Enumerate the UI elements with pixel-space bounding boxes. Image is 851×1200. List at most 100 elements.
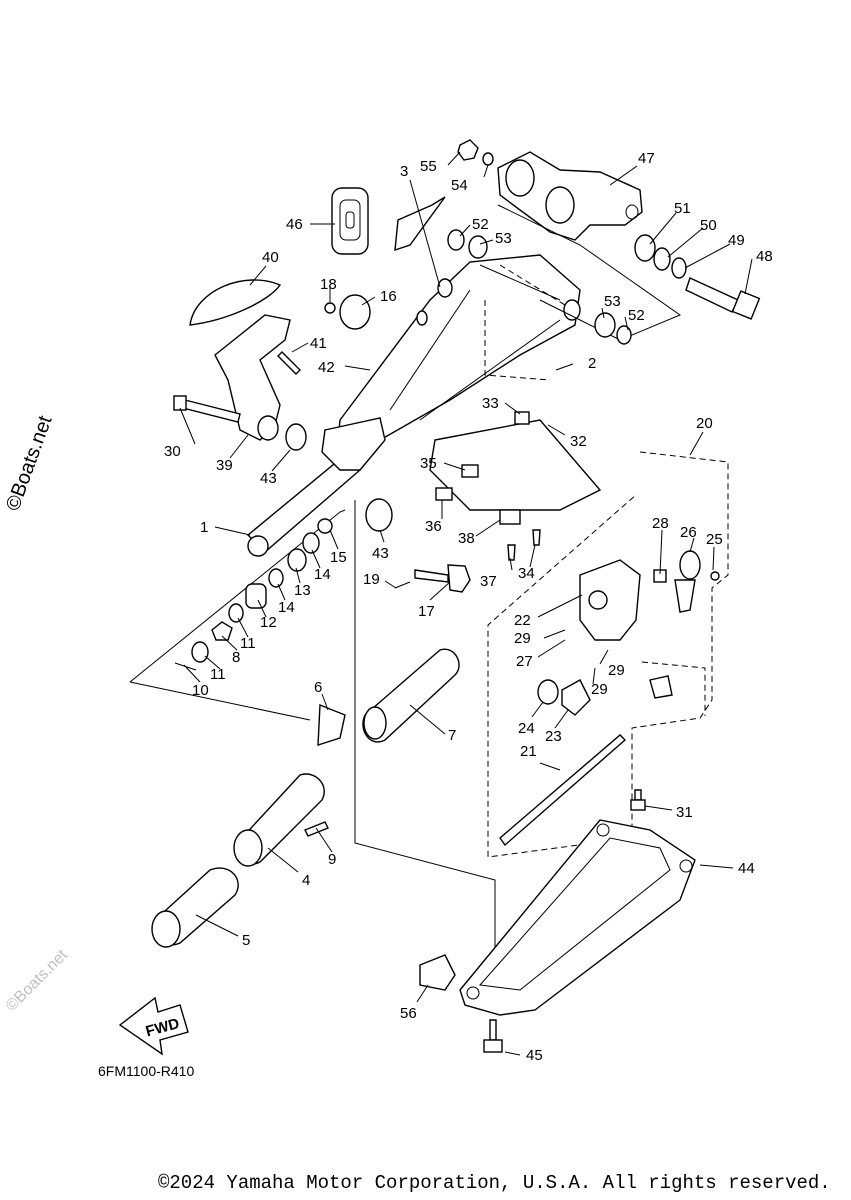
grommet — [331, 187, 369, 255]
callout-33: 33 — [482, 395, 499, 412]
callout-8: 8 — [232, 649, 240, 666]
bushing — [634, 234, 656, 262]
callout-15: 15 — [330, 549, 347, 566]
spring — [287, 548, 307, 572]
callout-29a: 29 — [514, 630, 531, 647]
callout-28: 28 — [652, 515, 669, 532]
callout-52b: 52 — [628, 307, 645, 324]
callout-49: 49 — [728, 232, 745, 249]
callout-2: 2 — [588, 355, 596, 372]
friction-piece — [339, 294, 371, 330]
callout-50: 50 — [700, 217, 717, 234]
callout-22: 22 — [514, 612, 531, 629]
washer — [447, 229, 465, 251]
callout-56: 56 — [400, 1005, 417, 1022]
callout-14b: 14 — [314, 566, 331, 583]
shift-lever — [674, 579, 696, 613]
callout-1: 1 — [200, 519, 208, 536]
washer — [482, 152, 494, 166]
callout-14a: 14 — [278, 599, 295, 616]
callout-24: 24 — [518, 720, 535, 737]
callout-55: 55 — [420, 158, 437, 175]
callout-32: 32 — [570, 433, 587, 450]
callout-36: 36 — [425, 518, 442, 535]
callout-43b: 43 — [372, 545, 389, 562]
shift-bracket — [579, 559, 641, 641]
screw — [489, 1019, 497, 1041]
callout-40: 40 — [262, 249, 279, 266]
bushing — [468, 235, 488, 259]
callout-35: 35 — [420, 455, 437, 472]
callout-51: 51 — [674, 200, 691, 217]
callout-29c: 29 — [591, 681, 608, 698]
callout-11b: 11 — [240, 635, 256, 652]
callout-30: 30 — [164, 443, 181, 460]
callout-5: 5 — [242, 932, 250, 949]
callout-41: 41 — [310, 335, 327, 352]
left-group-outline — [129, 509, 346, 721]
callout-38: 38 — [458, 530, 475, 547]
collar — [245, 583, 267, 609]
seal — [537, 679, 559, 705]
svg-text:©Boats.net: ©Boats.net — [3, 946, 72, 1015]
callout-9: 9 — [328, 851, 336, 868]
callout-21: 21 — [520, 743, 537, 760]
washer — [671, 257, 687, 279]
callout-37: 37 — [480, 573, 497, 590]
shift-cam — [561, 679, 591, 716]
callout-20: 20 — [696, 415, 713, 432]
callout-10: 10 — [192, 682, 209, 699]
grip-decal — [317, 703, 346, 746]
callout-34: 34 — [518, 565, 535, 582]
washer — [616, 325, 632, 345]
callout-19: 19 — [363, 571, 380, 588]
fwd-arrow: FWD — [118, 996, 189, 1056]
callout-53b: 53 — [604, 293, 621, 310]
callout-17: 17 — [418, 603, 435, 620]
callout-3: 3 — [400, 163, 408, 180]
callout-44: 44 — [738, 860, 755, 877]
washer — [268, 568, 284, 588]
bottom-cover — [459, 819, 696, 1016]
bushing — [594, 312, 616, 338]
bushing — [285, 423, 307, 451]
callout-42: 42 — [318, 359, 335, 376]
washer — [191, 641, 209, 663]
callout-27: 27 — [516, 653, 533, 670]
callout-6: 6 — [314, 679, 322, 696]
leader-lines — [179, 151, 753, 1056]
callout-43a: 43 — [260, 470, 277, 487]
callout-7: 7 — [448, 727, 456, 744]
callout-18: 18 — [320, 276, 337, 293]
diagram-code: 6FM1100-R410 — [98, 1063, 194, 1079]
callouts: 1 2 3 4 5 6 7 8 9 10 11 11 12 13 14 14 1… — [164, 150, 773, 1064]
callout-13: 13 — [294, 582, 311, 599]
bolt — [685, 277, 739, 313]
friction-screw — [414, 569, 449, 583]
plate — [429, 419, 602, 511]
tiller-cover — [189, 279, 282, 326]
callout-53a: 53 — [495, 230, 512, 247]
gear — [649, 675, 673, 699]
washer — [653, 247, 671, 271]
callout-39: 39 — [216, 457, 233, 474]
callout-47: 47 — [638, 150, 655, 167]
bushing — [365, 498, 393, 532]
callout-25: 25 — [706, 531, 723, 548]
cam — [211, 621, 233, 641]
callout-11a: 11 — [210, 666, 226, 683]
washer — [228, 603, 244, 623]
callout-46: 46 — [286, 216, 303, 233]
washer — [302, 532, 320, 554]
collar — [317, 518, 333, 534]
throttle-grip — [362, 648, 460, 743]
watermark-bottom-left: ©Boats.net — [3, 946, 72, 1015]
screw — [277, 351, 301, 375]
bolt — [634, 789, 642, 801]
clip — [419, 954, 456, 991]
tiller-handle — [214, 314, 291, 441]
callout-26: 26 — [680, 524, 697, 541]
callout-4: 4 — [302, 872, 310, 889]
svg-text:©Boats.net: ©Boats.net — [2, 413, 57, 514]
